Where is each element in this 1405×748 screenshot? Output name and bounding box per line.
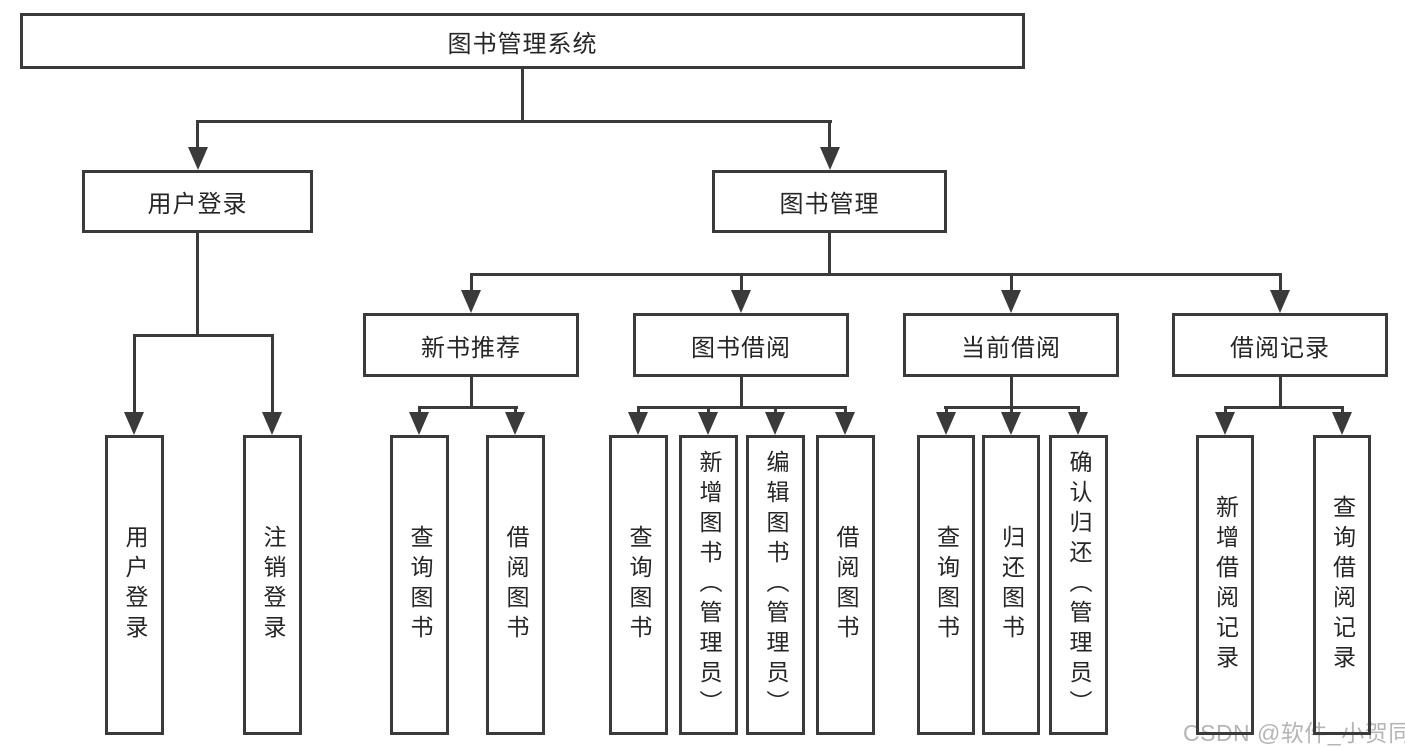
connector-drop-leaf-6 (707, 406, 710, 415)
leaf-query-book-3-label: 查询图书 (933, 525, 960, 645)
connector-drop-leaf-4 (514, 406, 517, 415)
arrowhead-newbook (461, 290, 481, 313)
leaf-query-borrow-record-label: 查询借阅记录 (1329, 495, 1356, 675)
node-new-book-recommend: 新书推荐 (363, 313, 579, 377)
leaf-add-book-admin: 新增图书（管理员） (679, 435, 738, 735)
connector-level3-bar (470, 273, 1282, 276)
arrowhead-borrowrecord (1270, 290, 1290, 313)
connector-drop-leaf-10 (1010, 406, 1013, 415)
node-book-mgmt-label: 图书管理 (779, 191, 880, 218)
leaf-return-book: 归还图书 (982, 435, 1040, 735)
leaf-logout: 注销登录 (243, 435, 302, 735)
connector-borrowrecord-bar (1224, 406, 1344, 409)
connector-drop-leaf-5 (637, 406, 640, 415)
arrowhead-leaf-12 (1215, 412, 1235, 435)
connector-bookmgmt-stem (828, 233, 831, 275)
connector-drop-book-mgmt (828, 120, 831, 150)
connector-drop-leaf-13 (1341, 406, 1344, 415)
leaf-borrow-book-2-label: 借阅图书 (833, 525, 859, 645)
connector-userlogin-stem (196, 233, 199, 337)
arrowhead-leaf-10 (1001, 412, 1021, 435)
leaf-user-login-label: 用户登录 (122, 525, 148, 645)
leaf-user-login: 用户登录 (105, 435, 164, 735)
arrowhead-book-mgmt (820, 147, 840, 170)
leaf-confirm-return-admin-label: 确认归还（管理员） (1066, 450, 1092, 720)
leaf-return-book-label: 归还图书 (998, 525, 1025, 645)
node-book-borrow-label: 图书借阅 (691, 334, 791, 362)
arrowhead-leaf-4 (505, 412, 525, 435)
arrowhead-bookborrow (731, 290, 751, 313)
connector-level2-bar (196, 120, 832, 123)
arrowhead-leaf-3 (409, 412, 429, 435)
arrowhead-leaf-8 (835, 412, 855, 435)
node-borrow-record: 借阅记录 (1172, 313, 1388, 377)
leaf-add-borrow-record: 新增借阅记录 (1196, 435, 1254, 735)
leaf-query-book-1: 查询图书 (390, 435, 449, 735)
node-user-login: 用户登录 (82, 170, 313, 233)
arrowhead-user-login (188, 147, 208, 170)
node-user-login-label: 用户登录 (147, 191, 248, 218)
connector-drop-leaf-2 (271, 334, 274, 414)
connector-drop-leaf-11 (1077, 406, 1080, 415)
connector-drop-leaf-7 (774, 406, 777, 415)
arrowhead-leaf-9 (936, 412, 956, 435)
connector-bookborrow-stem (740, 377, 743, 408)
connector-drop-leaf-12 (1224, 406, 1227, 415)
leaf-logout-label: 注销登录 (260, 525, 286, 645)
leaf-borrow-book-2: 借阅图书 (816, 435, 875, 735)
leaf-edit-book-admin: 编辑图书（管理员） (746, 435, 805, 735)
leaf-query-book-2: 查询图书 (609, 435, 668, 735)
leaf-confirm-return-admin: 确认归还（管理员） (1049, 435, 1108, 735)
connector-drop-leaf-1 (133, 334, 136, 414)
connector-drop-leaf-3 (418, 406, 421, 415)
arrowhead-leaf-7 (765, 412, 785, 435)
node-book-borrow: 图书借阅 (633, 313, 849, 377)
connector-currentborrow-stem (1010, 377, 1013, 408)
node-root-label: 图书管理系统 (447, 30, 598, 58)
leaf-edit-book-admin-label: 编辑图书（管理员） (763, 450, 789, 720)
arrowhead-leaf-11 (1068, 412, 1088, 435)
connector-newbook-bar (418, 406, 518, 409)
connector-userlogin-bar (133, 334, 274, 337)
connector-drop-currentborrow (1010, 273, 1013, 292)
leaf-add-book-admin-label: 新增图书（管理员） (696, 450, 722, 720)
arrowhead-leaf-2 (262, 412, 282, 435)
connector-borrowrecord-stem (1279, 377, 1282, 408)
arrowhead-currentborrow (1001, 290, 1021, 313)
connector-newbook-stem (470, 377, 473, 408)
connector-drop-leaf-8 (844, 406, 847, 415)
node-borrow-record-label: 借阅记录 (1230, 334, 1330, 362)
node-root: 图书管理系统 (20, 13, 1025, 69)
arrowhead-leaf-6 (698, 412, 718, 435)
leaf-query-book-1-label: 查询图书 (407, 525, 433, 645)
connector-drop-newbook (470, 273, 473, 292)
leaf-query-borrow-record: 查询借阅记录 (1313, 435, 1371, 735)
leaf-query-book-3: 查询图书 (917, 435, 975, 735)
node-current-borrow: 当前借阅 (903, 313, 1119, 377)
arrowhead-leaf-5 (628, 412, 648, 435)
connector-drop-user-login (196, 120, 199, 150)
node-book-mgmt: 图书管理 (712, 170, 947, 233)
connector-drop-leaf-9 (945, 406, 948, 415)
watermark: CSDN @软件_小贺同学 (1183, 720, 1405, 746)
leaf-borrow-book-1-label: 借阅图书 (503, 525, 529, 645)
leaf-borrow-book-1: 借阅图书 (486, 435, 545, 735)
connector-drop-bookborrow (740, 273, 743, 292)
node-current-borrow-label: 当前借阅 (961, 334, 1061, 362)
connector-root-stem (521, 69, 524, 121)
connector-drop-borrowrecord (1279, 273, 1282, 292)
node-new-book-recommend-label: 新书推荐 (421, 334, 521, 362)
leaf-query-book-2-label: 查询图书 (626, 525, 652, 645)
leaf-add-borrow-record-label: 新增借阅记录 (1212, 495, 1239, 675)
connector-bookborrow-bar (637, 406, 847, 409)
arrowhead-leaf-1 (124, 412, 144, 435)
arrowhead-leaf-13 (1332, 412, 1352, 435)
